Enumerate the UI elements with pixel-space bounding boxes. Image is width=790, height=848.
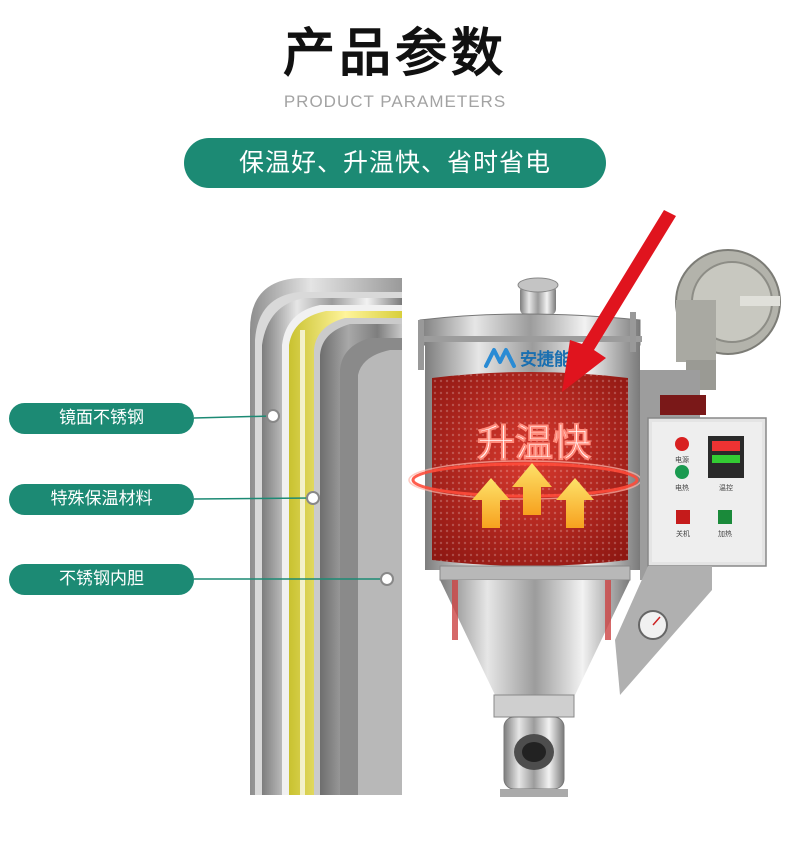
page-title: 产品参数 [282, 24, 507, 84]
brand-logo: 安捷能 [484, 348, 571, 370]
power-label: 电源 [675, 455, 689, 464]
temp-control-label: 温控 [719, 483, 733, 492]
stop-button-label: 关机 [676, 529, 690, 538]
callout-arrow [562, 210, 676, 392]
feature-banner: 保温好、升温快、省时省电 [184, 138, 606, 188]
control-panel: 电源 电热 温控 关机 加热 [647, 417, 767, 567]
page-subtitle: PRODUCT PARAMETERS [283, 92, 507, 111]
heat-button-label: 加热 [718, 529, 732, 538]
layer-label-inner: 不锈钢内胆 [9, 564, 194, 595]
heat-up-arrows [472, 463, 594, 528]
wall-cutaway [250, 278, 402, 795]
heat-label: 升温快 [477, 421, 592, 465]
dryer-machine: 安捷能 升温快 [408, 249, 781, 797]
heating-light-label: 电热 [675, 483, 689, 492]
layer-connectors [193, 409, 394, 586]
layer-label-insulation: 特殊保温材料 [9, 484, 194, 515]
blower-fan [675, 249, 781, 390]
layer-label-outer: 镜面不锈钢 [9, 403, 194, 434]
brand-name: 安捷能 [520, 349, 571, 370]
